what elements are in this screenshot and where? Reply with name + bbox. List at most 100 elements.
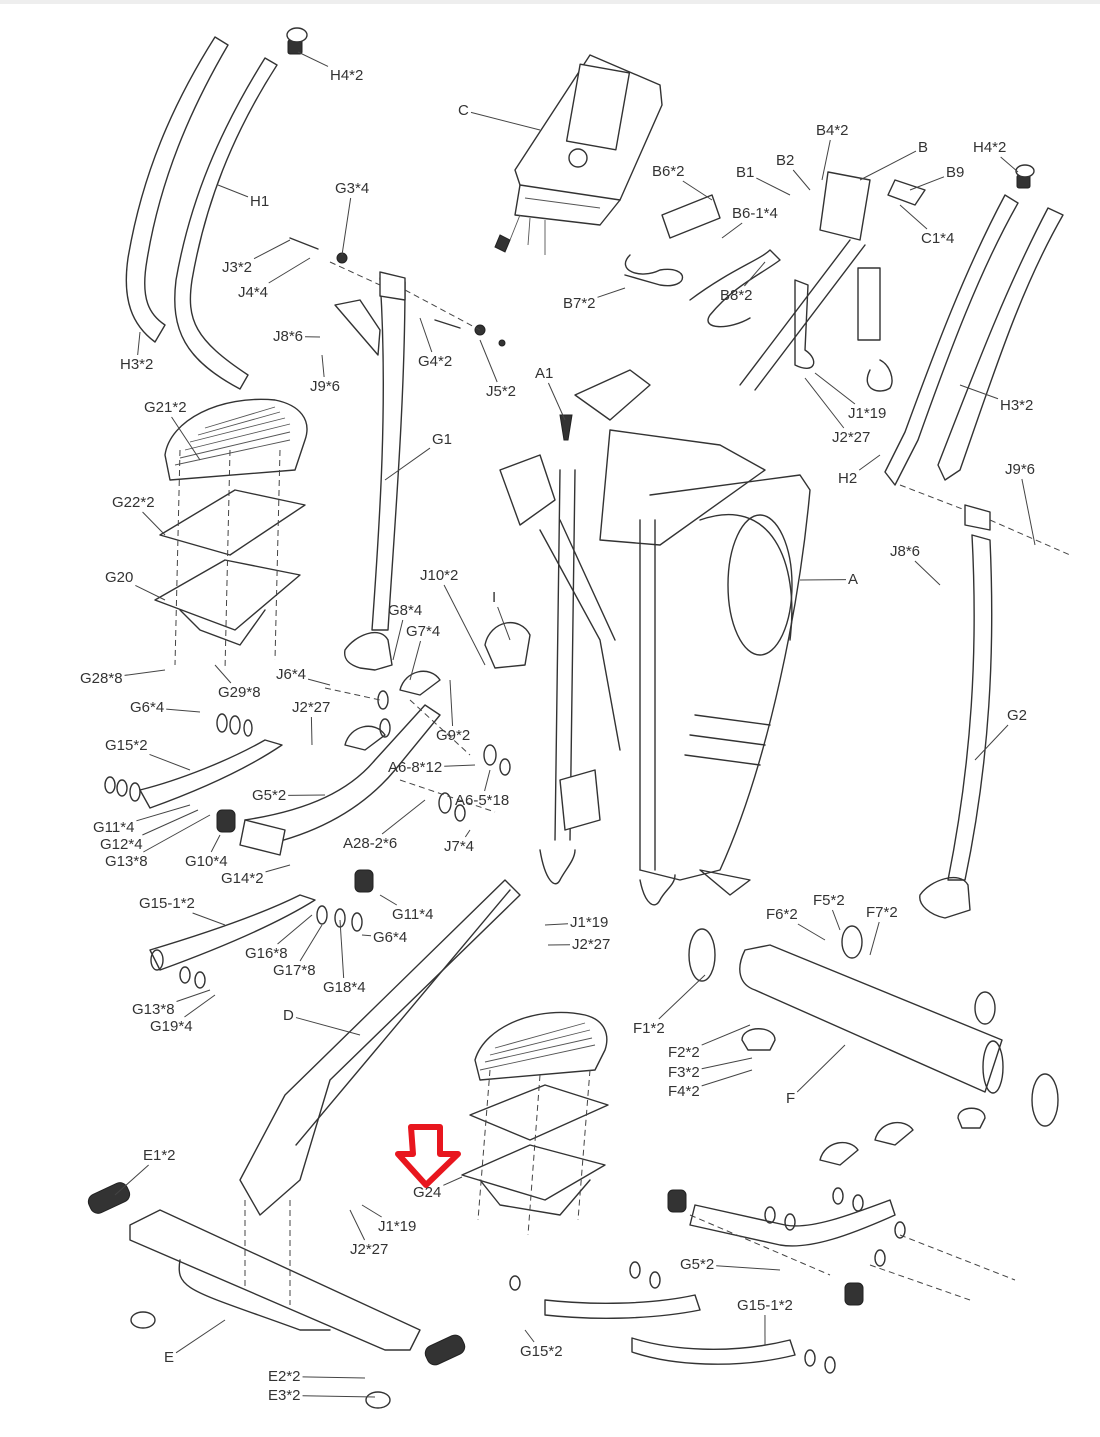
callout-leader-line [547, 382, 566, 421]
callout-label: J2*27 [292, 699, 330, 716]
callout-j4x4: J4*4 [238, 257, 311, 301]
callout-i: I [492, 589, 511, 641]
callout-leader-line [443, 584, 486, 666]
callout-leader-line [137, 331, 141, 356]
callout-label: J3*2 [222, 259, 252, 276]
part-h4-cap-top-right [1015, 164, 1035, 178]
callout-label: G15*2 [105, 737, 148, 754]
callout-leader-line [701, 1057, 753, 1070]
callout-j2x27: J2*27 [547, 936, 610, 953]
callout-b2: B2 [776, 152, 811, 191]
callout-leader-line [701, 1069, 753, 1087]
callout-leader-line [302, 1395, 376, 1398]
callout-leader-line [497, 606, 511, 641]
part-g5-left-arm [244, 704, 441, 846]
callout-leader-line [310, 716, 313, 746]
callout-h1: H1 [217, 184, 269, 210]
callout-label: G6*4 [373, 929, 407, 946]
callout-leader-line [792, 169, 811, 191]
part-f5-wheel [841, 925, 863, 959]
callout-label: A1 [535, 365, 553, 382]
part-g7-cap-right-2 [874, 1121, 914, 1146]
callout-leader-line [349, 1209, 366, 1241]
callout-leader-line [409, 640, 422, 681]
part-g1-lower-bracket [343, 631, 393, 671]
part-e3-foot-left [130, 1311, 156, 1329]
part-g10-bushing-right [667, 1189, 687, 1213]
callout-leader-line [444, 764, 476, 767]
callout-a6-5x18: A6-5*18 [455, 769, 509, 809]
callout-label: G11*4 [93, 819, 134, 836]
callout-leader-line [914, 560, 941, 586]
callout-j10x2: J10*2 [420, 567, 486, 666]
callout-label: A28-2*6 [343, 835, 397, 852]
callout-h4x2: H4*2 [973, 139, 1019, 173]
callout-j6x4: J6*4 [276, 666, 331, 686]
callout-label: B6-1*4 [732, 205, 778, 222]
part-d-rail [239, 879, 521, 1216]
callout-label: F1*2 [633, 1020, 665, 1037]
callout-label: F2*2 [668, 1044, 700, 1061]
part-g1-left-upright [371, 277, 406, 631]
callout-g15x2: G15*2 [520, 1329, 563, 1360]
callout-leader-line [149, 753, 191, 771]
callout-label: G8*4 [388, 602, 422, 619]
callout-g12x4: G12*4 [100, 809, 199, 853]
part-e1-end-cap-right [424, 1334, 466, 1366]
callout-label: E2*2 [268, 1368, 301, 1385]
callout-label: H3*2 [1000, 397, 1033, 414]
part-g22-plate [159, 489, 306, 556]
callout-leader-line [277, 914, 313, 945]
callout-leader-line [142, 809, 199, 836]
callout-label: G1 [432, 431, 452, 448]
callout-j2x27: J2*27 [292, 699, 330, 746]
callout-g16x8: G16*8 [245, 914, 313, 962]
callout-leader-line [381, 799, 426, 835]
highlight-arrow [395, 1124, 461, 1188]
callout-g15x2: G15*2 [105, 737, 191, 771]
callout-leader-line [859, 150, 917, 181]
callout-label: B7*2 [563, 295, 596, 312]
callout-label: J2*27 [350, 1241, 388, 1258]
callout-label: H1 [250, 193, 269, 210]
callout-leader-line [166, 708, 201, 713]
callout-label: D [283, 1007, 294, 1024]
callout-g8x4: G8*4 [388, 602, 422, 661]
callout-leader-line [143, 814, 211, 853]
callout-label: C1*4 [921, 230, 954, 247]
callout-f2x2: F2*2 [668, 1024, 751, 1061]
part-g7-cap-2 [344, 725, 386, 751]
part-g7-cap-right [819, 1141, 859, 1166]
callout-label: F [786, 1090, 795, 1107]
callout-leader-line [744, 261, 766, 287]
callout-j1x19: J1*19 [361, 1204, 416, 1235]
part-h3-left-grip [125, 36, 229, 343]
callout-g2: G2 [974, 707, 1027, 761]
callout-label: F3*2 [668, 1064, 700, 1081]
callout-j3x2: J3*2 [222, 239, 291, 276]
callout-label: E3*2 [268, 1387, 301, 1404]
callout-j1x19: J1*19 [814, 372, 886, 422]
callout-label: G15-1*2 [737, 1297, 793, 1314]
callout-b4x2: B4*2 [816, 122, 849, 181]
callout-g11x4: G11*4 [93, 804, 191, 836]
callout-label: F4*2 [668, 1083, 700, 1100]
callout-leader-line [1021, 478, 1036, 546]
callout-label: F5*2 [813, 892, 845, 909]
callout-h2: H2 [838, 454, 881, 487]
part-f1-end-cap-left [688, 928, 716, 982]
callout-label: A6-5*18 [455, 792, 509, 809]
callout-label: G3*4 [335, 180, 369, 197]
callout-label: J8*6 [890, 543, 920, 560]
callout-label: G13*8 [105, 853, 148, 870]
callout-f4x2: F4*2 [668, 1069, 753, 1100]
callout-label: F6*2 [766, 906, 798, 923]
callout-leader-line [361, 1204, 382, 1218]
part-e-base-bar [178, 1259, 331, 1331]
callout-leader-line [321, 354, 325, 378]
callout-label: G6*4 [130, 699, 164, 716]
callout-label: G13*8 [132, 1001, 175, 1018]
callout-leader-line [831, 909, 841, 931]
part-g10-bushing-mid [354, 869, 374, 893]
callout-j1x19: J1*19 [544, 914, 608, 931]
